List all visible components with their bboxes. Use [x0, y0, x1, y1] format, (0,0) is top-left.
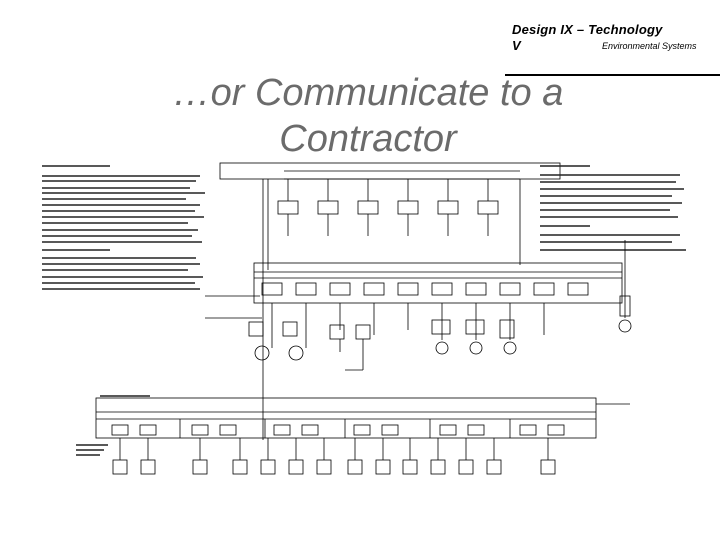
header-roman: V	[512, 38, 521, 53]
mcc-loads	[112, 459, 556, 475]
slide-title-line-1: …or Communicate to a	[172, 72, 564, 114]
slide-title-line-2: Contractor	[279, 118, 457, 160]
mcc-breakers	[111, 424, 565, 436]
switchboard-breakers	[261, 282, 589, 296]
motor-control-center	[95, 397, 597, 439]
left-notes-block	[42, 165, 205, 290]
slide-title: …or Communicate to a Contractor	[118, 70, 618, 162]
switchboard-feeders	[271, 303, 545, 348]
header-title: Design IX – Technology	[512, 22, 663, 37]
switchboard	[253, 262, 623, 304]
upper-breakers	[277, 179, 499, 236]
right-notes-block	[540, 165, 686, 251]
header-subtitle: Environmental Systems	[602, 41, 697, 51]
mcc-feeders	[119, 438, 549, 460]
header-rule	[505, 74, 720, 76]
